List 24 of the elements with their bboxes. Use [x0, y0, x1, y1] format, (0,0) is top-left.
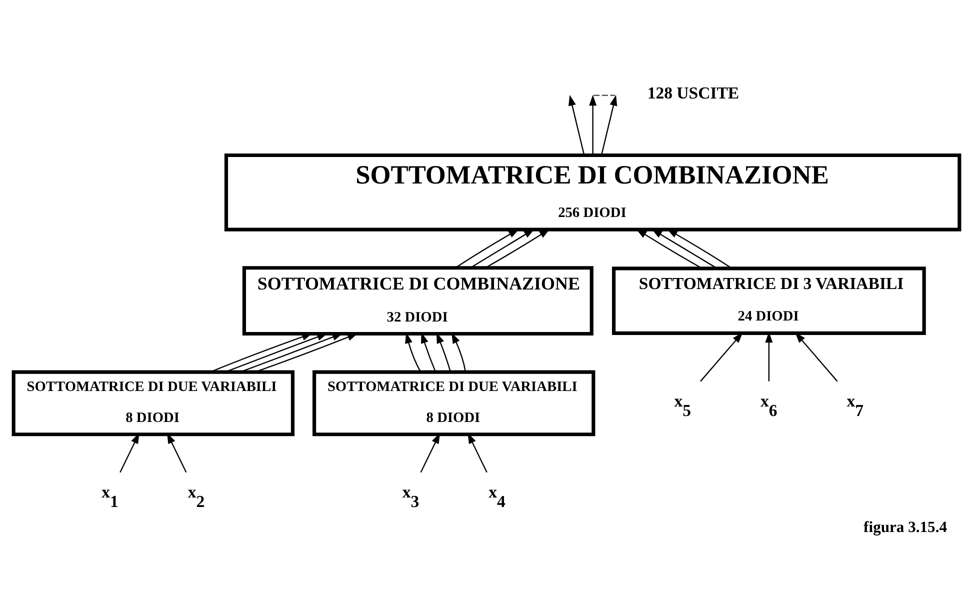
arrow [436, 332, 452, 372]
arrow [210, 333, 313, 373]
arrow [485, 228, 550, 268]
node-box: SOTTOMATRICE DI COMBINAZIONE 32 DIODI [242, 266, 594, 336]
caption: figura 3.15.4 [864, 518, 948, 536]
arrow [700, 332, 743, 382]
arrow [455, 228, 520, 268]
arrow [240, 333, 344, 373]
arrow [651, 228, 718, 269]
node-box: SOTTOMATRICE DI COMBINAZIONE 256 DIODI [224, 153, 962, 232]
node-box: SOTTOMATRICE DI 3 VARIABILI 24 DIODI [612, 266, 926, 335]
arrow [452, 332, 466, 372]
node-box: SOTTOMATRICE DI DUE VARIABILI 8 DIODI [312, 370, 596, 436]
arrow [636, 228, 702, 269]
arrow [568, 94, 585, 156]
node-box: SOTTOMATRICE DI DUE VARIABILI 8 DIODI [12, 370, 295, 436]
arrow [600, 94, 618, 156]
label: 128 USCITE [647, 84, 740, 103]
arrow [589, 94, 597, 156]
arrow [470, 228, 535, 268]
arrow [224, 333, 328, 373]
arrow [795, 332, 838, 382]
arrow [666, 228, 732, 269]
arrow [254, 333, 358, 373]
